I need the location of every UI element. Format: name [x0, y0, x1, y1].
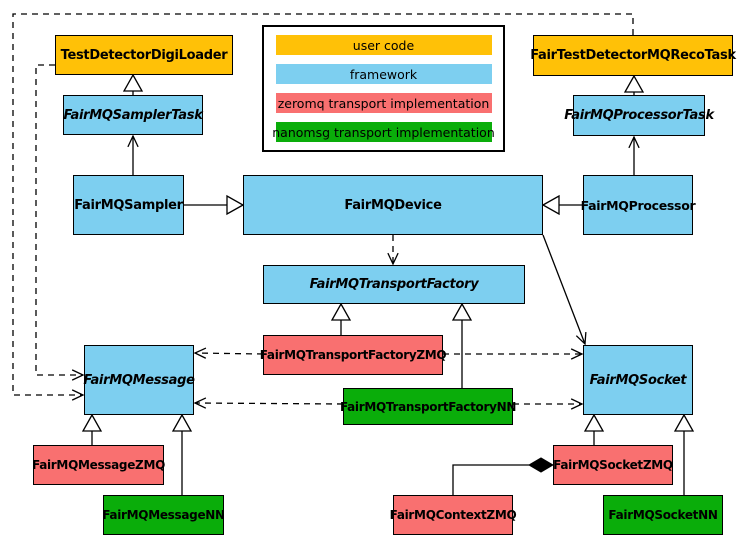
node-fairmqsamplertask: FairMQSamplerTask — [63, 95, 203, 135]
node-fairmqmessage: FairMQMessage — [83, 345, 195, 415]
legend-item-user-code: user code — [275, 35, 492, 55]
node-fairmqsampler: FairMQSampler — [73, 175, 184, 235]
node-fairmqsocket: FairMQSocket — [583, 345, 693, 415]
node-fairmqcontextzmq: FairMQContextZMQ — [390, 495, 517, 535]
node-fairmqprocessor: FairMQProcessor — [581, 175, 696, 235]
node-fairmqtransportfactory: FairMQTransportFactory — [263, 265, 525, 304]
legend: user code framework zeromq transport imp… — [262, 25, 505, 152]
node-fairmqmessagezmq: FairMQMessageZMQ — [32, 445, 165, 485]
node-fairtestdetectormqrecotask: FairTestDetectorMQRecoTask — [530, 35, 736, 76]
node-fairmqtransportfactoryzmq: FairMQTransportFactoryZMQ — [260, 335, 447, 375]
node-fairmqsocketzmq: FairMQSocketZMQ — [553, 445, 673, 485]
node-fairmqmessagenn: FairMQMessageNN — [102, 495, 225, 535]
node-fairmqprocessortask: FairMQProcessorTask — [564, 95, 714, 136]
legend-item-zeromq: zeromq transport implementation — [275, 93, 492, 113]
legend-item-framework: framework — [275, 64, 492, 84]
node-fairmqtransportfactorynn: FairMQTransportFactoryNN — [340, 388, 516, 425]
legend-item-nanomsg: nanomsg transport implementation — [272, 122, 495, 142]
node-fairmqsocketnn: FairMQSocketNN — [603, 495, 723, 535]
node-testdetectordigiloader: TestDetectorDigiLoader — [55, 35, 233, 75]
node-fairmqdevice: FairMQDevice — [243, 175, 543, 235]
